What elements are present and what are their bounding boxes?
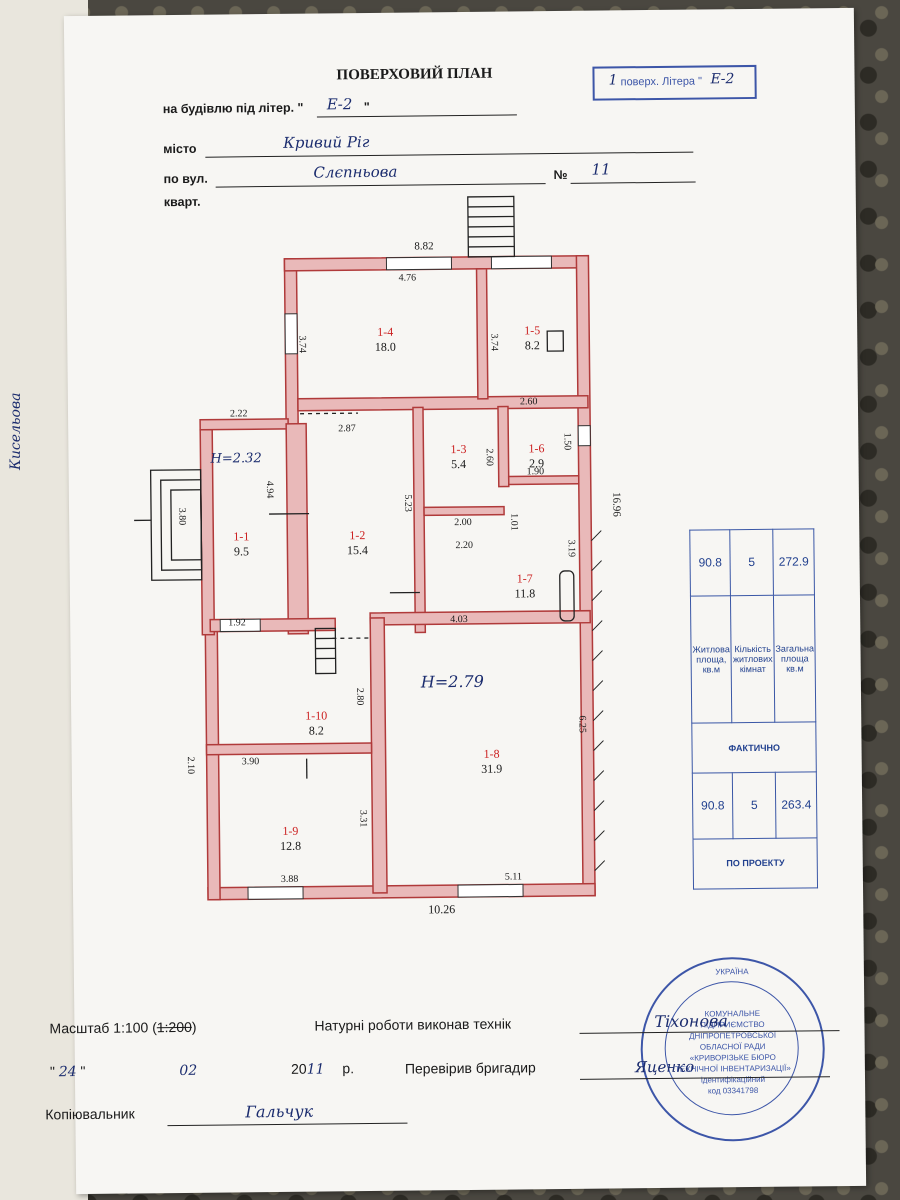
col-total-header: Загальна площа кв.м xyxy=(773,594,817,723)
room-1-10: 1-10 8.2 xyxy=(296,708,336,738)
room-1-1: 1-1 9.5 xyxy=(221,529,261,559)
room-id: 1-6 xyxy=(528,441,545,456)
date-q2: " xyxy=(80,1063,86,1080)
room-id: 1-9 xyxy=(282,823,299,838)
date-year: 11 xyxy=(306,1061,325,1078)
dim-388: 3.88 xyxy=(280,873,299,885)
date-year-prefix: 20 xyxy=(290,1060,307,1077)
project-total: 263.4 xyxy=(775,771,818,839)
room-area: 31.9 xyxy=(481,761,503,776)
copyist-label: Копіювальник xyxy=(45,1105,135,1123)
height-left: Н=2.32 xyxy=(210,451,262,467)
room-1-7: 1-7 11.8 xyxy=(505,571,545,601)
date-q1: " xyxy=(49,1063,55,1080)
side-note: Кисельова xyxy=(8,392,24,470)
dim-190: 1.90 xyxy=(526,466,545,478)
room-1-8: 1-8 31.9 xyxy=(472,747,512,777)
actual-header: ФАКТИЧНО xyxy=(691,721,817,774)
tech-sign: Тіхонова xyxy=(654,1011,728,1032)
col-living-header: Житлова площа, кв.м xyxy=(690,595,733,724)
dim-200: 2.00 xyxy=(454,516,472,529)
dim-494: 4.94 xyxy=(263,480,276,499)
dim-210: 2.10 xyxy=(184,756,197,775)
room-id: 1-1 xyxy=(233,529,250,544)
room-area: 9.5 xyxy=(233,544,250,559)
room-area: 18.0 xyxy=(374,339,396,354)
room-1-5: 1-5 8.2 xyxy=(512,323,552,353)
tech-label: Натурні роботи виконав технік xyxy=(314,1015,512,1034)
dim-260: 2.60 xyxy=(483,448,495,467)
dim-222: 2.22 xyxy=(229,408,248,420)
room-id: 1-8 xyxy=(483,746,500,761)
scale-struck: 1:200 xyxy=(156,1018,192,1036)
checked-sign: Яценко xyxy=(634,1057,695,1077)
room-area: 12.8 xyxy=(279,838,302,853)
room-1-2: 1-2 15.4 xyxy=(337,528,377,558)
project-header: ПО ПРОЕКТУ xyxy=(693,837,818,890)
room-id: 1-10 xyxy=(305,708,328,723)
dim-403: 4.03 xyxy=(450,613,468,626)
actual-rooms: 5 xyxy=(730,529,774,596)
seal-line: код 03341798 xyxy=(707,1085,759,1096)
project-rooms: 5 xyxy=(732,772,776,839)
dim-220: 2.20 xyxy=(455,539,473,552)
dim-overall-bottom: 10.26 xyxy=(428,902,456,917)
dim-523: 5.23 xyxy=(402,494,414,512)
room-area: 11.8 xyxy=(514,586,536,601)
room-id: 1-2 xyxy=(349,528,366,543)
room-id: 1-5 xyxy=(524,323,541,338)
area-table-wrap: 90.8 5 272.9 Житлова площа, кв.м Кількіс… xyxy=(689,528,818,890)
scale-line: Масштаб 1:100 (1:200) xyxy=(49,1019,196,1037)
seal-line: ОБЛАСНОЇ РАДИ xyxy=(699,1041,766,1052)
room-area: 8.2 xyxy=(524,338,540,353)
official-seal: УКРАЇНА КОМУНАЛЬНЕ ПІДПРИЄМСТВО ДНІПРОПЕ… xyxy=(639,956,826,1143)
date-day: 24 xyxy=(58,1064,77,1081)
room-1-4: 1-4 18.0 xyxy=(365,325,405,355)
date-year-suffix: р. xyxy=(342,1060,355,1077)
dim-287: 2.87 xyxy=(338,423,356,435)
dim-260b: 2.60 xyxy=(519,396,538,408)
scale-close: ) xyxy=(191,1018,197,1035)
date-month: 02 xyxy=(179,1062,198,1080)
dim-331: 3.31 xyxy=(357,809,369,828)
room-area: 15.4 xyxy=(346,543,369,558)
dim-625: 6.25 xyxy=(576,715,588,734)
dim-374b: 3.74 xyxy=(488,333,500,351)
copyist-sign: Гальчук xyxy=(245,1101,314,1122)
dim-right-length: 16.96 xyxy=(610,491,623,517)
height-right: Н=2.79 xyxy=(420,671,484,692)
room-id: 1-3 xyxy=(450,441,467,457)
floor-plan xyxy=(134,195,606,901)
floor-plan-sheet: ПОВЕРХОВИЙ ПЛАН на будівлю під літер. " … xyxy=(45,7,867,1195)
room-1-9: 1-9 12.8 xyxy=(270,824,310,854)
room-1-3: 1-3 5.4 xyxy=(438,442,478,472)
room-id: 1-4 xyxy=(377,324,394,339)
actual-total: 272.9 xyxy=(772,528,815,595)
area-table: 90.8 5 272.9 Житлова площа, кв.м Кількіс… xyxy=(689,528,818,890)
dim-319: 3.19 xyxy=(565,539,577,558)
room-area: 8.2 xyxy=(308,723,324,738)
dim-380: 3.80 xyxy=(176,507,188,526)
room-id: 1-7 xyxy=(516,571,533,586)
dim-101: 1.01 xyxy=(508,513,520,531)
dim-390: 3.90 xyxy=(241,756,260,768)
dim-511: 5.11 xyxy=(504,871,523,883)
seal-top: УКРАЇНА xyxy=(715,967,749,977)
actual-living: 90.8 xyxy=(689,529,731,596)
project-living: 90.8 xyxy=(692,772,734,839)
room-area: 5.4 xyxy=(450,456,467,472)
dim-374a: 3.74 xyxy=(296,335,308,353)
dim-280: 2.80 xyxy=(354,687,366,706)
col-rooms-header: Кількість житлових кімнат xyxy=(730,594,775,723)
dim-476: 4.76 xyxy=(398,272,417,284)
dim-192: 1.92 xyxy=(228,617,246,629)
checked-label: Перевірив бригадир xyxy=(404,1059,536,1077)
date-line: " 24 " 02 2011 р. xyxy=(50,1060,354,1080)
dim-overall-width: 8.82 xyxy=(414,240,434,253)
dim-150: 1.50 xyxy=(561,432,573,451)
scale-label: Масштаб 1:100 ( xyxy=(49,1019,157,1037)
